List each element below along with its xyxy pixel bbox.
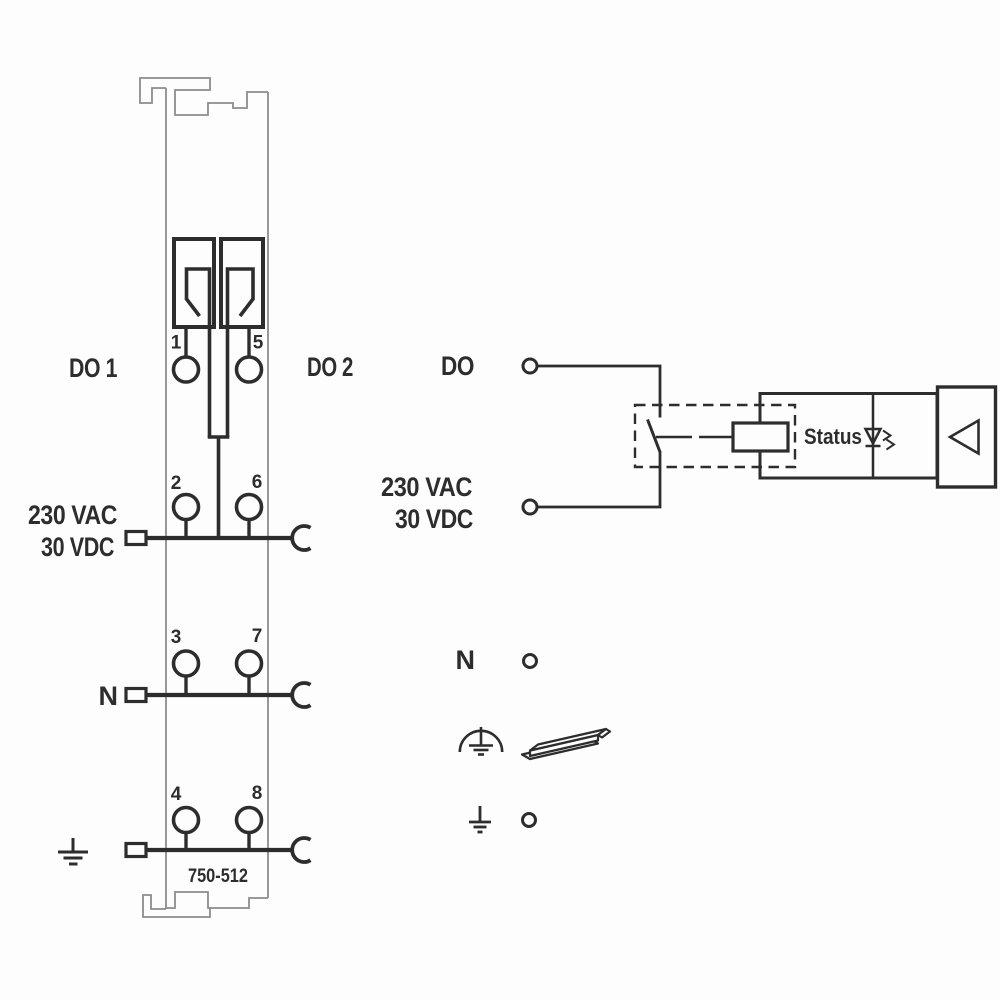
do-wire — [537, 364, 662, 418]
relay-contact-blade-icon — [646, 418, 662, 453]
terminal-2-number: 2 — [171, 473, 182, 494]
terminal-4-number: 4 — [171, 784, 182, 805]
module-housing — [139, 77, 269, 918]
din-rail-icon — [520, 727, 612, 761]
relay-coil-icon — [731, 421, 790, 453]
relay-contact-do1-icon — [172, 237, 216, 437]
wiring-schematic: Status DO 230 VAC 30 VDC N — [381, 351, 998, 834]
terminal-7-number: 7 — [252, 626, 263, 647]
common-feed-link — [207, 435, 230, 538]
housing-bottom-latch — [142, 894, 211, 918]
terminal-circles — [171, 355, 264, 835]
terminal-8 — [234, 805, 264, 835]
din-rail-earth-icon — [458, 727, 504, 756]
terminal-8-number: 8 — [252, 783, 263, 804]
terminal-6 — [234, 492, 264, 522]
earth-icon-left — [58, 838, 88, 866]
terminal-3-number: 3 — [171, 627, 182, 648]
diagram-supply-label-line2: 30 VDC — [395, 504, 473, 534]
housing-bottom-profile — [166, 891, 268, 909]
relay-contact-do2-icon — [219, 237, 265, 437]
neutral-terminal-dot — [522, 653, 538, 669]
diagram-do-label: DO — [441, 351, 474, 381]
supply-wire — [537, 451, 662, 509]
terminal-3 — [171, 649, 201, 678]
earth-icon-mid — [469, 806, 491, 834]
housing-top-profile — [139, 77, 268, 116]
terminal-1 — [171, 355, 201, 384]
module-schematic: 1 5 2 6 3 7 4 8 DO 1 DO 2 230 VAC 30 VDC… — [28, 237, 354, 887]
terminal-1-number: 1 — [171, 333, 182, 354]
module-neutral-label: N — [99, 681, 118, 711]
do-terminal-dot — [521, 357, 539, 375]
terminal-5 — [234, 355, 264, 384]
neutral-bus-connector-right-icon — [290, 681, 312, 709]
power-bus — [124, 519, 312, 552]
diagram-neutral-label: N — [456, 645, 475, 675]
do2-label: DO 2 — [307, 352, 353, 382]
terminal-5-number: 5 — [253, 333, 264, 354]
bus-interface-icon — [935, 385, 998, 489]
module-supply-label-line2: 30 VDC — [41, 532, 114, 562]
power-bus-connector-right-icon — [290, 524, 312, 552]
neutral-bus-connector-left-icon — [124, 686, 148, 704]
relay-boundary — [633, 403, 797, 469]
terminal-7 — [234, 649, 264, 678]
status-led-icon — [863, 427, 896, 451]
do1-label: DO 1 — [69, 353, 117, 383]
supply-terminal-dot — [521, 498, 539, 516]
earth-bus-connector-left-icon — [124, 841, 148, 859]
terminal-4 — [171, 805, 201, 835]
terminal-2 — [171, 492, 201, 522]
terminal-6-number: 6 — [252, 472, 263, 493]
diagram-supply-label-line1: 230 VAC — [381, 472, 472, 502]
earth-terminal-dot — [521, 812, 537, 828]
earth-bus — [124, 832, 312, 864]
neutral-bus — [124, 675, 312, 709]
module-supply-label-line1: 230 VAC — [28, 500, 117, 530]
status-label: Status — [804, 424, 862, 449]
earth-bus-connector-right-icon — [290, 836, 312, 864]
part-number: 750-512 — [188, 866, 248, 887]
power-bus-connector-left-icon — [124, 529, 148, 547]
